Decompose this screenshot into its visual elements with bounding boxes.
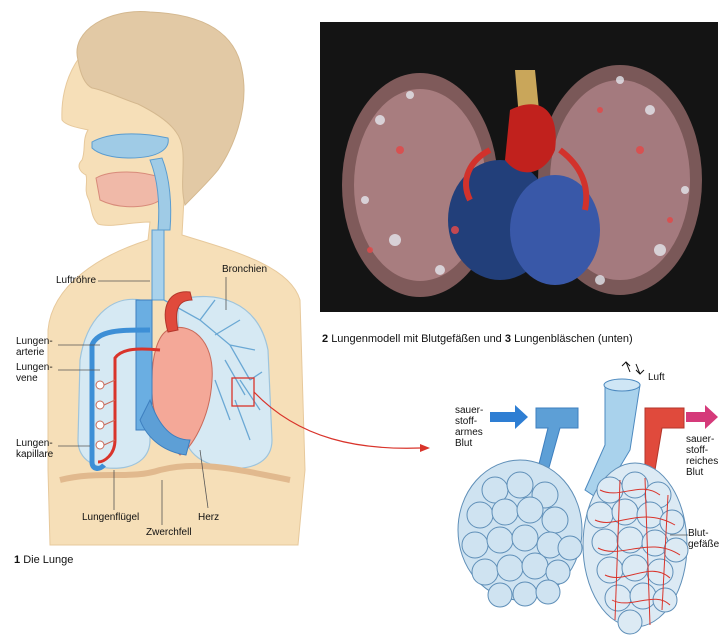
label-lungenarterie: Lungen- arterie (16, 336, 53, 358)
caption-figure1-number: 1 (14, 554, 20, 566)
caption-figure1: 1 Die Lunge (14, 554, 73, 566)
caption-figure2: 2 Lungenmodell mit Blutgefäßen und 3 Lun… (322, 333, 633, 345)
air-arrow (622, 362, 644, 374)
label-herz: Herz (198, 512, 219, 523)
caption-figure3-number: 3 (505, 333, 511, 345)
caption-figure1-text: Die Lunge (23, 554, 73, 566)
label-lungenkapillare: Lungen- kapillare (16, 438, 53, 460)
label-blutgefaesse: Blut- gefäße (688, 528, 719, 550)
vessel-red (645, 408, 684, 470)
label-sauerstoffarm: sauer- stoff- armes Blut (455, 405, 483, 449)
label-bronchien: Bronchien (222, 264, 267, 275)
label-lungenvene: Lungen- vene (16, 362, 53, 384)
label-sauerstoffreich: sauer- stoff- reiches Blut (686, 434, 718, 478)
caption-figure2-text-b: Lungenbläschen (unten) (514, 333, 633, 345)
alveoli-left (458, 460, 582, 607)
inflow-arrow (490, 405, 528, 429)
trachea (152, 230, 164, 300)
caption-figure2-text-a: Lungenmodell mit Blutgefäßen und (331, 333, 502, 345)
label-luftroehre: Luftröhre (56, 275, 96, 286)
label-lungenfluegel: Lungenflügel (82, 512, 139, 523)
nasal-cavity (92, 134, 168, 158)
outflow-arrow (686, 405, 718, 429)
label-luft: Luft (648, 372, 665, 383)
label-zwerchfell: Zwerchfell (146, 527, 192, 538)
oral-cavity (96, 172, 162, 207)
lung-model-cast (342, 65, 702, 297)
caption-figure2-number: 2 (322, 333, 328, 345)
